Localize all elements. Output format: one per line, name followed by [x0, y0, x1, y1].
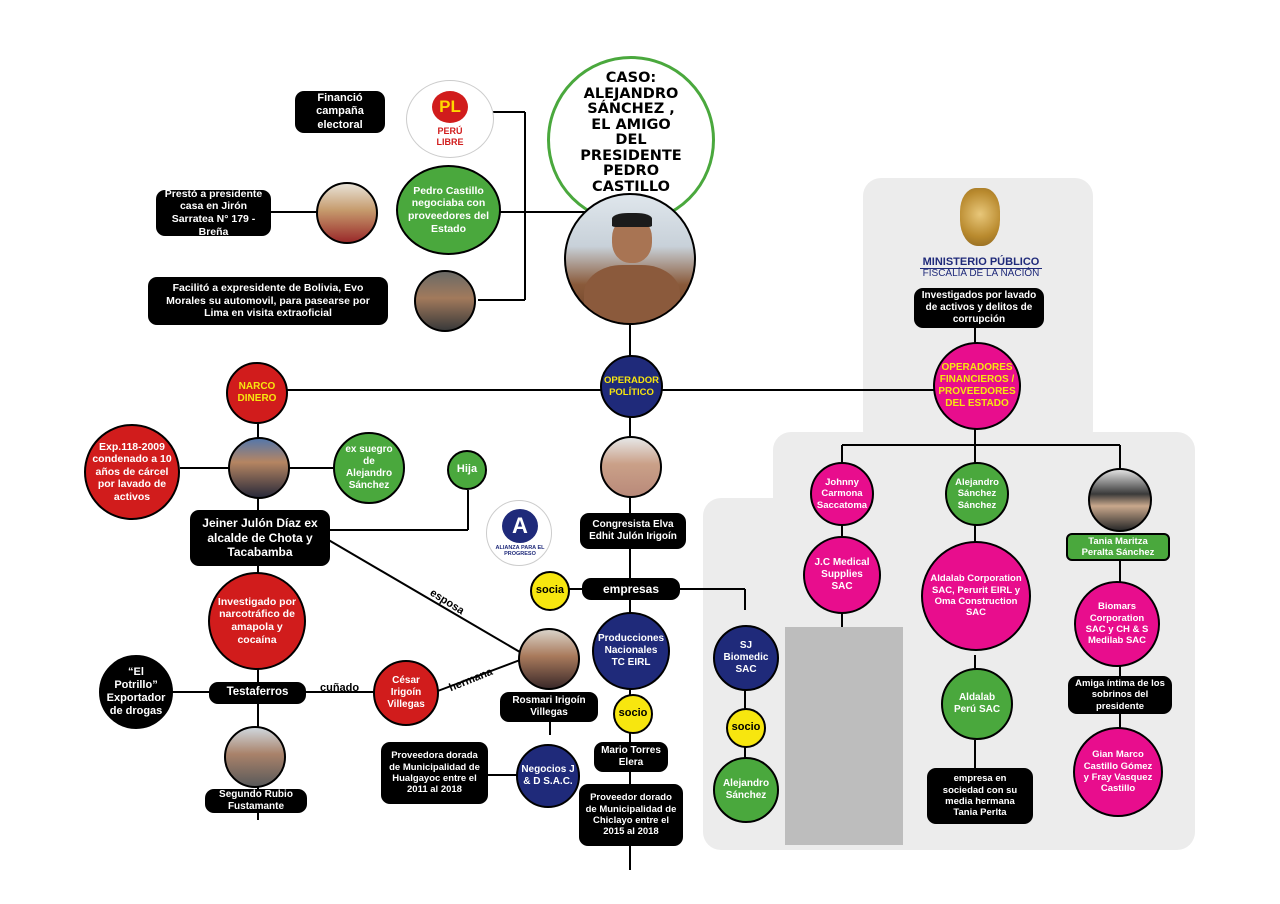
socio-circle-1: socio — [613, 694, 653, 734]
alianza-logo-text: ALIANZA PARA EL PROGRESO — [495, 545, 545, 558]
castillo-negociaba-circle: Pedro Castillo negociaba con proveedores… — [396, 165, 501, 255]
financio-label: Financió campaña electoral — [295, 91, 385, 133]
pedro-castillo-photo — [316, 182, 378, 244]
party-name-line2: LIBRE — [436, 136, 464, 147]
elva-julon-photo — [600, 436, 662, 498]
proveedora-label: Proveedora dorada de Municipalidad de Hu… — [381, 742, 488, 804]
jeiner-label: Jeiner Julón Díaz ex alcalde de Chota y … — [190, 510, 330, 566]
segundo-rubio-photo — [224, 726, 286, 788]
redacted-block — [785, 627, 903, 845]
expediente-circle: Exp.118-2009 condenado a 10 años de cárc… — [84, 424, 180, 520]
operadores-financieros-circle: OPERADORES FINANCIEROS / PROVEEDORES DEL… — [933, 342, 1021, 430]
rosmari-label: Rosmari Irigoín Villegas — [500, 692, 598, 722]
pl-logo-mark: PL — [432, 90, 468, 123]
segundo-rubio-label: Segundo Rubio Fustamante — [205, 789, 307, 813]
party-name-line1: PERÚ — [437, 125, 463, 136]
jc-medical-circle: J.C Medical Supplies SAC — [803, 536, 881, 614]
facilito-label: Facilitó a expresidente de Bolivia, Evo … — [148, 277, 388, 325]
tania-maritza-label: Tania Maritza Peralta Sánchez — [1066, 533, 1170, 561]
investigado-narcotrafico-circle: Investigado por narcotráfico de amapola … — [208, 572, 306, 670]
aldalab-corporation-circle: Aldalab Corporation SAC, Perurit EIRL y … — [921, 541, 1031, 651]
case-title: CASO: ALEJANDRO SÁNCHEZ , EL AMIGO DEL P… — [580, 70, 682, 195]
rosmari-photo — [518, 628, 580, 690]
negocios-jd-circle: Negocios J & D S.A.C. — [516, 744, 580, 808]
gian-marco-circle: Gian Marco Castillo Gómez y Fray Vasquez… — [1073, 727, 1163, 817]
proveedor-chiclayo-label: Proveedor dorado de Municipalidad de Chi… — [579, 784, 683, 846]
amiga-intima-label: Amiga íntima de los sobrinos del preside… — [1068, 676, 1172, 714]
hija-circle: Hija — [447, 450, 487, 490]
evo-morales-photo — [414, 270, 476, 332]
ministerio-line2: FISCALÍA DE LA NACIÓN — [922, 268, 1040, 279]
alianza-progreso-logo: A ALIANZA PARA EL PROGRESO — [486, 500, 552, 566]
empresa-sociedad-label: empresa en sociedad con su media hermana… — [927, 768, 1033, 824]
alejandro-sanchez-photo — [564, 193, 696, 325]
alejandro-small-circle: Alejandro Sánchez — [713, 757, 779, 823]
operador-politico-circle: OPERADOR POLÍTICO — [600, 355, 663, 418]
sj-biomedic-circle: SJ Biomedic SAC — [713, 625, 779, 691]
presto-label: Prestó a presidente casa en Jirón Sarrat… — [156, 188, 271, 238]
jeiner-julon-photo — [228, 437, 290, 499]
el-potrillo-circle: “El Potrillo” Exportador de drogas — [99, 655, 173, 729]
tania-maritza-photo — [1088, 468, 1152, 532]
producciones-circle: Producciones Nacionales TC EIRL — [592, 612, 670, 690]
peru-libre-logo: PL PERÚ LIBRE — [406, 80, 494, 158]
congresista-label: Congresista Elva Edhit Julón Irigoín — [580, 513, 686, 549]
alejandro-sanchez-circle: Alejandro Sánchez Sánchez — [945, 462, 1009, 526]
ministerio-emblem-icon — [960, 188, 1000, 246]
case-title-circle: CASO: ALEJANDRO SÁNCHEZ , EL AMIGO DEL P… — [547, 56, 715, 224]
biomars-circle: Biomars Corporation SAC y CH & S Medilab… — [1074, 581, 1160, 667]
ministerio-line1: MINISTERIO PÚBLICO — [920, 256, 1042, 269]
johnny-carmona-circle: Johnny Carmona Saccatoma — [810, 462, 874, 526]
cesar-irigoin-circle: César Irigoín Villegas — [373, 660, 439, 726]
socio-circle-2: socio — [726, 708, 766, 748]
empresas-label: empresas — [582, 578, 680, 600]
mario-torres-label: Mario Torres Elera — [594, 742, 668, 772]
narco-dinero-circle: NARCO DINERO — [226, 362, 288, 424]
socia-circle: socia — [530, 571, 570, 611]
ex-suegro-circle: ex suegro de Alejandro Sánchez — [333, 432, 405, 504]
testaferros-label: Testaferros — [209, 682, 306, 704]
aldalab-peru-circle: Aldalab Perú SAC — [941, 668, 1013, 740]
cunado-label: cuñado — [320, 682, 360, 694]
investigados-label: Investigados por lavado de activos y del… — [914, 288, 1044, 328]
